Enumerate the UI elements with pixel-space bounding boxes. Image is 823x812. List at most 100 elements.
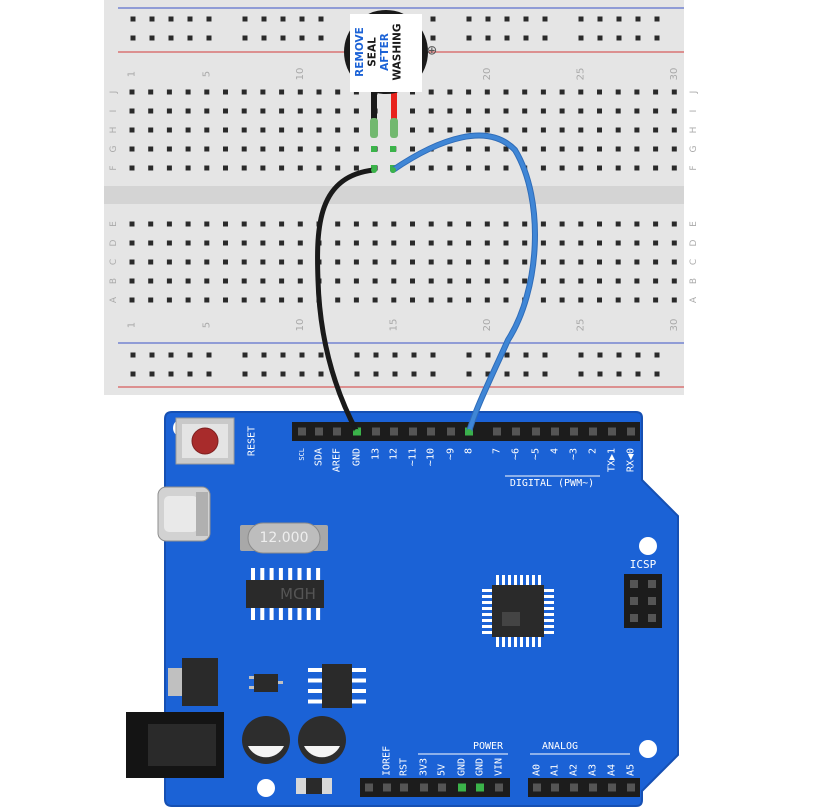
- blue-wire-pin8[interactable]: [391, 133, 537, 434]
- power-header-pin[interactable]: [365, 783, 373, 792]
- power-header-pin[interactable]: [438, 783, 446, 792]
- digital-header-pin[interactable]: [608, 427, 616, 436]
- analog-header-pin[interactable]: [551, 783, 559, 792]
- breadboard-hole: [671, 108, 677, 114]
- rail-hole: [616, 16, 622, 22]
- icsp-pin[interactable]: [630, 580, 638, 588]
- rail-hole: [318, 35, 324, 41]
- digital-header-pin[interactable]: [315, 427, 323, 436]
- breadboard-hole: [297, 89, 303, 95]
- breadboard-hole: [671, 278, 677, 284]
- analog-pin-label: A0: [532, 764, 543, 776]
- power-header-pin[interactable]: [420, 783, 428, 792]
- breadboard-hole: [447, 297, 453, 303]
- sticker-line: AFTER: [379, 33, 391, 71]
- power-header-pin[interactable]: [476, 783, 484, 792]
- digital-header-pin[interactable]: [589, 427, 597, 436]
- digital-header-pin[interactable]: [447, 427, 455, 436]
- digital-pin-label: AREF: [332, 448, 343, 472]
- digital-header-pin[interactable]: [512, 427, 520, 436]
- column-number: 30: [669, 319, 680, 332]
- buzzer-lead-end: [390, 118, 398, 138]
- breadboard-hole: [634, 108, 640, 114]
- qfp-pin: [482, 607, 492, 610]
- breadboard-hole: [559, 278, 565, 284]
- dc-jack-inner: [148, 724, 216, 766]
- breadboard-hole: [597, 127, 602, 133]
- digital-header-pin[interactable]: [627, 427, 635, 436]
- icsp-pin[interactable]: [630, 614, 638, 622]
- digital-header-pin[interactable]: [409, 427, 417, 436]
- breadboard-hole: [428, 89, 434, 95]
- rail-hole: [242, 35, 248, 41]
- digital-header-pin[interactable]: [551, 427, 559, 436]
- icsp-pin[interactable]: [630, 597, 638, 605]
- digital-header-pin[interactable]: [333, 427, 341, 436]
- soic-pin: [352, 668, 366, 672]
- breadboard-hole: [148, 221, 154, 227]
- power-header-pin[interactable]: [458, 783, 466, 792]
- rail-hole: [411, 371, 417, 377]
- breadboard-hole: [335, 127, 341, 133]
- chip-pin: [269, 606, 274, 620]
- breadboard-hole: [129, 146, 135, 152]
- analog-header-pin[interactable]: [589, 783, 597, 792]
- soic-chip: [322, 664, 352, 708]
- icsp-pin[interactable]: [648, 580, 656, 588]
- black-wire-gnd[interactable]: [315, 167, 377, 435]
- breadboard-hole: [353, 127, 359, 133]
- breadboard-hole: [428, 259, 434, 265]
- digital-header-pin[interactable]: [372, 427, 380, 436]
- icsp-pin[interactable]: [648, 597, 656, 605]
- breadboard-hole: [391, 297, 397, 303]
- digital-pin-label: 12: [389, 448, 400, 460]
- power-pin-label: GND: [457, 758, 468, 776]
- usb-chip-marking: HDM: [280, 585, 316, 603]
- rail-hole: [130, 16, 136, 22]
- breadboard-hole: [503, 89, 509, 95]
- digital-header-pin[interactable]: [493, 427, 501, 436]
- usb-c-opening: [164, 496, 198, 532]
- rail-hole: [280, 352, 286, 358]
- breadboard-hole: [466, 297, 472, 303]
- rail-hole: [354, 371, 360, 377]
- digital-header-pin[interactable]: [532, 427, 540, 436]
- breadboard-hole: [634, 259, 640, 265]
- power-header-pin[interactable]: [383, 783, 391, 792]
- breadboard-hole: [316, 127, 322, 133]
- rail-hole: [411, 352, 417, 358]
- breadboard-hole: [540, 108, 546, 114]
- column-number: 15: [388, 319, 399, 332]
- analog-header-pin[interactable]: [533, 783, 541, 792]
- digital-header-pin[interactable]: [427, 427, 435, 436]
- rail-hole: [373, 371, 379, 377]
- rail-hole: [485, 16, 491, 22]
- breadboard-hole: [559, 127, 565, 133]
- buzzer-seal-sticker: [350, 14, 422, 92]
- mounting-hole-right-lower: [639, 740, 657, 758]
- digital-header-pin[interactable]: [298, 427, 306, 436]
- digital-header-pin[interactable]: [390, 427, 398, 436]
- reset-button[interactable]: [191, 427, 219, 455]
- digital-pin-label: ~10: [426, 448, 437, 466]
- analog-header-pin[interactable]: [570, 783, 578, 792]
- analog-header-pin[interactable]: [627, 783, 635, 792]
- breadboard-hole: [428, 240, 434, 246]
- digital-header-pin[interactable]: [570, 427, 578, 436]
- row-letter: H: [689, 127, 699, 134]
- row-letter: G: [689, 145, 699, 152]
- analog-header-pin[interactable]: [608, 783, 616, 792]
- digital-pin-label: ~3: [569, 448, 580, 460]
- breadboard-hole: [148, 297, 154, 303]
- power-header-pin[interactable]: [400, 783, 408, 792]
- breadboard-hole: [503, 146, 509, 152]
- icsp-pin[interactable]: [648, 614, 656, 622]
- power-header-pin[interactable]: [495, 783, 503, 792]
- breadboard-hole: [597, 221, 602, 227]
- breadboard-hole: [372, 259, 378, 265]
- breadboard-hole: [241, 127, 247, 133]
- breadboard-hole: [559, 89, 565, 95]
- wire-connection-point: [466, 429, 472, 435]
- chip-pin: [278, 606, 283, 620]
- wire-connection-point: [354, 429, 360, 435]
